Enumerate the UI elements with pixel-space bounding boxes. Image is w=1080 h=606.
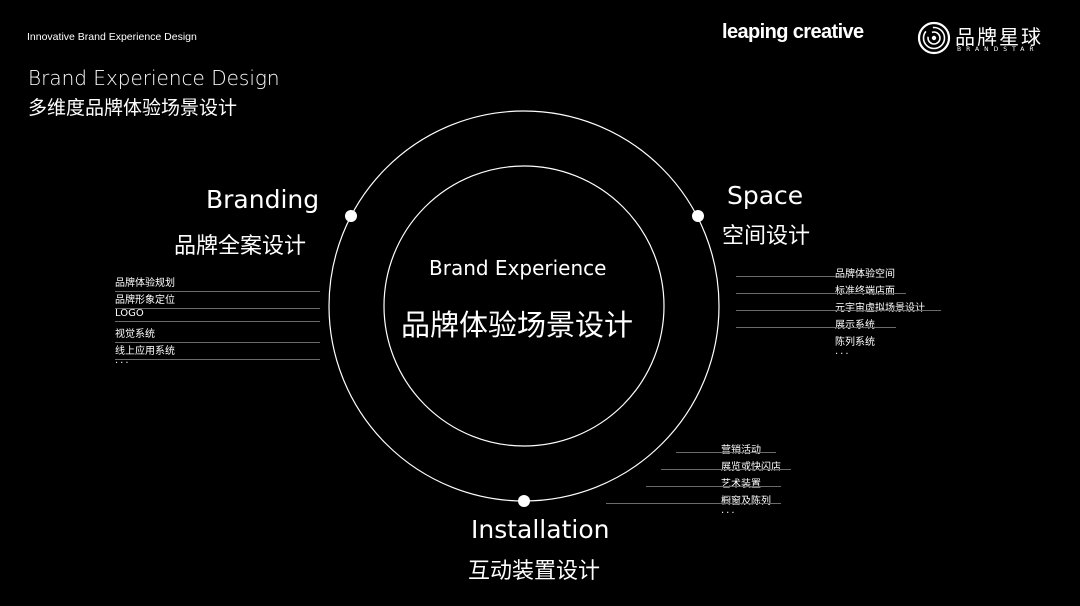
list-item: LOGO bbox=[115, 308, 320, 322]
brandstar-logo: 品牌星球 BRANDSTAR bbox=[917, 21, 1047, 57]
center-title-cn: 品牌体验场景设计 bbox=[401, 308, 634, 342]
list-item: 艺术装置 bbox=[721, 479, 761, 490]
page-title-cn: 多维度品牌体验场景设计 bbox=[28, 97, 238, 119]
page-title-en: Brand Experience Design bbox=[28, 66, 280, 90]
space-title-cn: 空间设计 bbox=[722, 224, 811, 249]
list-item: 元宇宙虚拟场景设计 bbox=[835, 303, 925, 314]
list-item: 展览或快闪店 bbox=[721, 462, 781, 473]
inner-ring bbox=[383, 165, 665, 447]
leaping-creative-logo: leaping creative bbox=[722, 21, 864, 43]
installation-node bbox=[518, 495, 530, 507]
list-item: 标准终端店面 bbox=[835, 286, 895, 297]
list-item: 品牌体验空间 bbox=[835, 269, 895, 280]
list-item: 线上应用系统 bbox=[115, 342, 320, 360]
installation-title-cn: 互动装置设计 bbox=[468, 559, 601, 584]
list-item: 品牌体验规划 bbox=[115, 274, 320, 292]
list-item: 品牌形象定位 bbox=[115, 291, 320, 309]
space-node bbox=[692, 210, 704, 222]
list-item: 陈列系统 bbox=[835, 337, 875, 348]
branding-node bbox=[345, 210, 357, 222]
branding-title-cn: 品牌全案设计 bbox=[174, 234, 307, 259]
brandstar-planet-icon bbox=[917, 21, 951, 55]
list-item: 展示系统 bbox=[835, 320, 875, 331]
list-item: 橱窗及陈列 bbox=[721, 496, 771, 507]
list-item: 视觉系统 bbox=[115, 325, 320, 343]
more-ellipsis: ... bbox=[835, 346, 851, 357]
list-item: 营销活动 bbox=[721, 445, 761, 456]
more-ellipsis: ... bbox=[721, 505, 737, 516]
brandstar-logo-cn: 品牌星球 bbox=[955, 25, 1043, 49]
more-ellipsis: ... bbox=[115, 355, 131, 366]
space-title-en: Space bbox=[727, 181, 804, 210]
brandstar-logo-en: BRANDSTAR bbox=[957, 46, 1039, 53]
tagline: Innovative Brand Experience Design bbox=[27, 31, 197, 43]
branding-title-en: Branding bbox=[206, 185, 320, 214]
center-title-en: Brand Experience bbox=[429, 256, 607, 280]
installation-title-en: Installation bbox=[471, 515, 610, 544]
